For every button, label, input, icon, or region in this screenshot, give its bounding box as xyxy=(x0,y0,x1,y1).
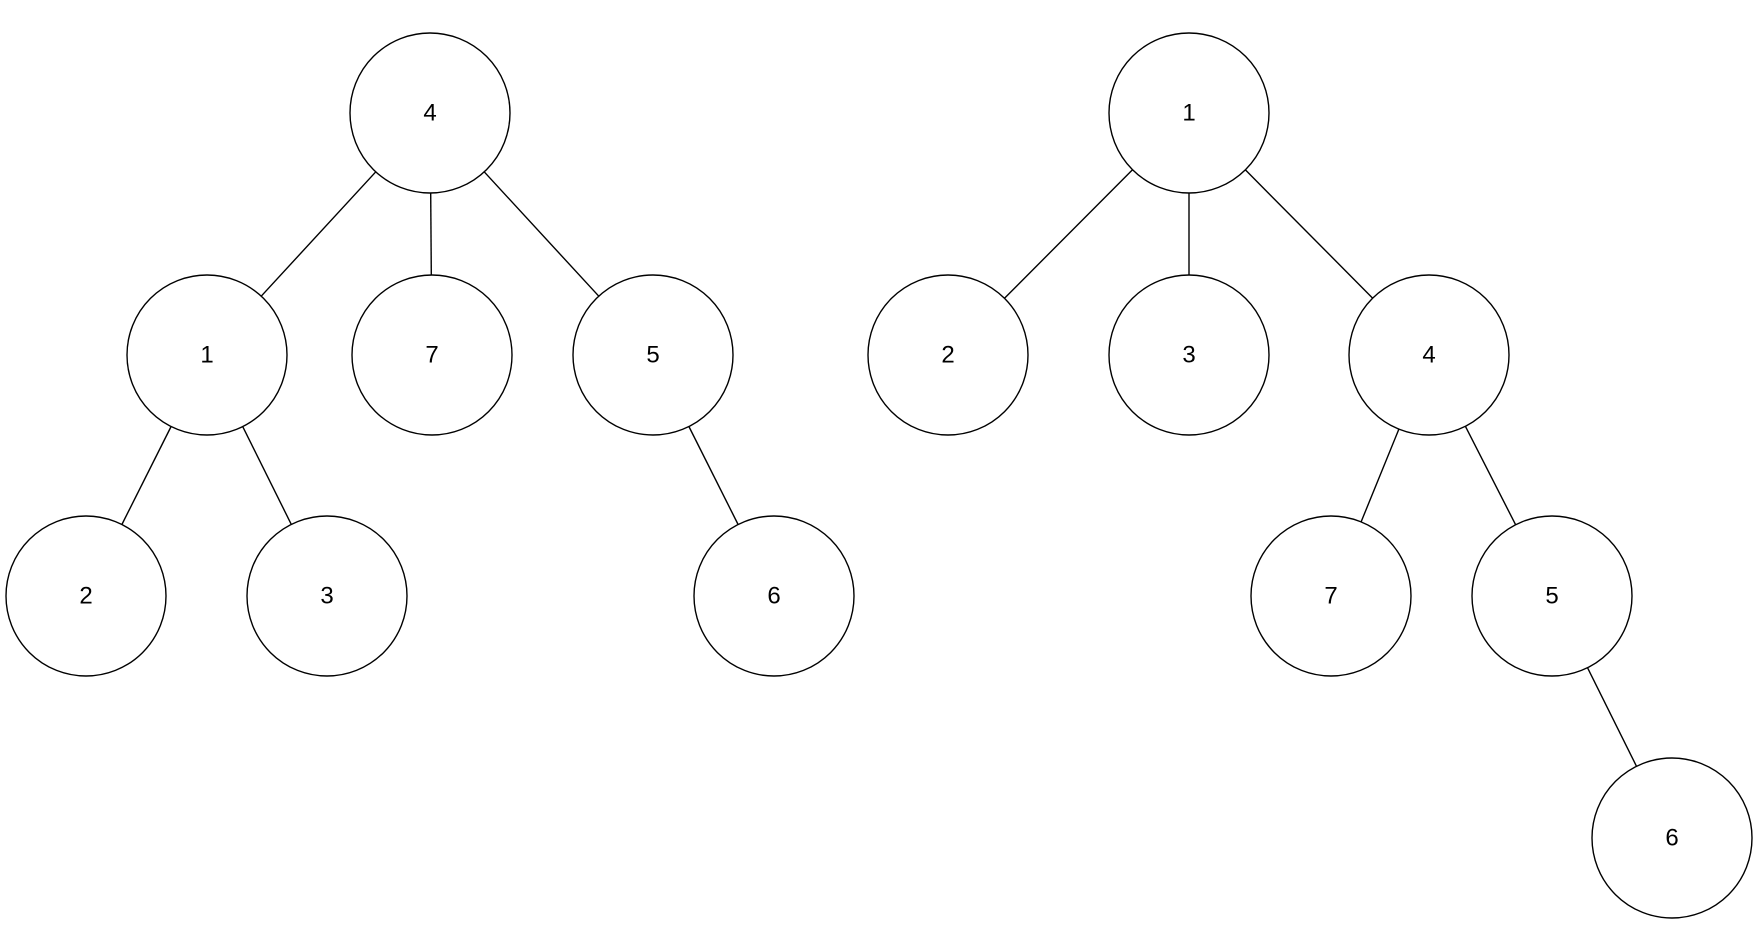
tree-node-L4: 4 xyxy=(349,32,511,194)
edge-R5-R6 xyxy=(1586,667,1638,767)
edge-L4-L5 xyxy=(483,171,600,297)
node-label: 1 xyxy=(1182,100,1195,127)
node-label: 7 xyxy=(1324,583,1337,610)
node-circle xyxy=(126,274,288,436)
node-circle xyxy=(349,32,511,194)
node-label: 5 xyxy=(646,342,659,369)
node-circle xyxy=(867,274,1029,436)
tree-node-L2: 2 xyxy=(5,515,167,677)
node-label: 7 xyxy=(425,342,438,369)
node-label: 2 xyxy=(79,583,92,610)
edge-R1-R4 xyxy=(1244,169,1374,299)
tree-node-R2: 2 xyxy=(867,274,1029,436)
node-label: 4 xyxy=(423,100,436,127)
tree-node-R3: 3 xyxy=(1108,274,1270,436)
node-circle xyxy=(1348,274,1510,436)
edge-L5-L6 xyxy=(688,426,739,525)
node-circle xyxy=(572,274,734,436)
node-label: 6 xyxy=(1665,825,1678,852)
edge-L4-L1 xyxy=(260,171,377,297)
tree-node-L3: 3 xyxy=(246,515,408,677)
node-circle xyxy=(5,515,167,677)
tree-node-R5: 5 xyxy=(1471,515,1633,677)
node-circle xyxy=(1250,515,1412,677)
node-label: 2 xyxy=(941,342,954,369)
tree-node-L7: 7 xyxy=(351,274,513,436)
tree-node-L6: 6 xyxy=(693,515,855,677)
tree-node-R7: 7 xyxy=(1250,515,1412,677)
node-circle xyxy=(1591,757,1753,919)
nodes-layer: 4 1 7 5 2 3 6 1 2 3 4 7 5 6 xyxy=(5,32,1753,919)
node-circle xyxy=(246,515,408,677)
node-circle xyxy=(1108,32,1270,194)
tree-node-L5: 5 xyxy=(572,274,734,436)
edges-layer xyxy=(121,169,1638,767)
edge-R4-R7 xyxy=(1360,428,1400,523)
node-label: 4 xyxy=(1422,342,1435,369)
edge-L4-L7 xyxy=(430,192,432,276)
node-label: 5 xyxy=(1545,583,1558,610)
edge-L1-L2 xyxy=(121,426,172,525)
node-label: 6 xyxy=(767,583,780,610)
node-circle xyxy=(1471,515,1633,677)
node-label: 3 xyxy=(1182,342,1195,369)
edge-L1-L3 xyxy=(242,426,292,525)
tree-node-R4: 4 xyxy=(1348,274,1510,436)
node-label: 1 xyxy=(200,342,213,369)
edge-R4-R5 xyxy=(1464,425,1517,526)
node-circle xyxy=(1108,274,1270,436)
node-label: 3 xyxy=(320,583,333,610)
node-circle xyxy=(693,515,855,677)
tree-node-L1: 1 xyxy=(126,274,288,436)
tree-node-R1: 1 xyxy=(1108,32,1270,194)
node-circle xyxy=(351,274,513,436)
tree-node-R6: 6 xyxy=(1591,757,1753,919)
edge-R1-R2 xyxy=(1004,169,1133,299)
